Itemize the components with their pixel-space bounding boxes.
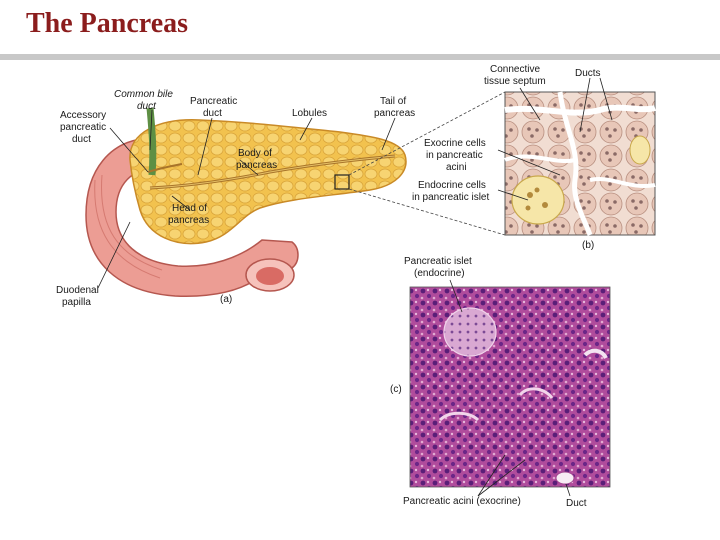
label-accessory-duct-2: pancreatic <box>60 122 106 133</box>
pancreatic-islet-diagram <box>511 175 565 225</box>
label-exocrine-1: Exocrine cells <box>424 138 486 149</box>
label-accessory-duct-1: Accessory <box>60 110 106 121</box>
label-duodenal-papilla-1: Duodenal <box>56 285 99 296</box>
label-duodenal-papilla-2: papilla <box>62 297 91 308</box>
slide-title: The Pancreas <box>26 8 189 39</box>
label-body-2: pancreas <box>236 160 277 171</box>
panel-a-gross-anatomy: Common bile duct Accessory pancreatic du… <box>56 89 415 308</box>
label-accessory-duct-3: duct <box>72 134 91 145</box>
detail-box <box>334 174 350 190</box>
panel-b-tag: (b) <box>582 240 594 251</box>
label-endocrine-1: Endocrine cells <box>418 180 486 191</box>
label-body-1: Body of <box>238 148 272 159</box>
label-common-bile-duct-1: Common bile <box>114 89 173 100</box>
panel-a-tag: (a) <box>220 294 232 305</box>
label-tail-1: Tail of <box>380 96 406 107</box>
panel-c-micrograph: Pancreatic islet (endocrine) (c) Pancrea… <box>390 256 611 509</box>
label-lobules: Lobules <box>292 108 327 119</box>
label-head-2: pancreas <box>168 215 209 226</box>
label-acini: Pancreatic acini (exocrine) <box>403 496 521 507</box>
duct-micrograph <box>555 471 575 485</box>
pancreas-figure: Common bile duct Accessory pancreatic du… <box>56 64 656 509</box>
label-connective-septum-1: Connective <box>490 64 540 75</box>
label-islet-1: Pancreatic islet <box>404 256 472 267</box>
pancreatic-islet-micrograph <box>443 307 497 357</box>
label-common-bile-duct-2: duct <box>137 101 157 112</box>
label-ducts: Ducts <box>575 68 601 79</box>
label-pancreatic-duct-1: Pancreatic <box>190 96 237 107</box>
label-duct: Duct <box>566 498 587 509</box>
label-endocrine-2: in pancreatic islet <box>412 192 489 203</box>
label-head-1: Head of <box>172 203 207 214</box>
label-pancreatic-duct-2: duct <box>203 108 222 119</box>
title-divider <box>0 54 720 60</box>
label-connective-septum-2: tissue septum <box>484 76 546 87</box>
common-bile-duct <box>146 107 157 176</box>
label-islet-2: (endocrine) <box>414 268 465 279</box>
panel-b-microscopic-diagram: Connective tissue septum Ducts Exocrine … <box>412 64 656 251</box>
label-exocrine-3: acini <box>446 162 467 173</box>
projection-line-bottom <box>348 188 506 236</box>
panel-c-tag: (c) <box>390 384 402 395</box>
label-exocrine-2: in pancreatic <box>426 150 483 161</box>
micrograph-frame <box>409 286 611 488</box>
label-duodenum: Duodenum <box>162 254 211 265</box>
pancreas <box>129 119 407 245</box>
projection-line-top <box>348 91 506 176</box>
label-tail-2: pancreas <box>374 108 415 119</box>
duodenum <box>85 137 299 298</box>
